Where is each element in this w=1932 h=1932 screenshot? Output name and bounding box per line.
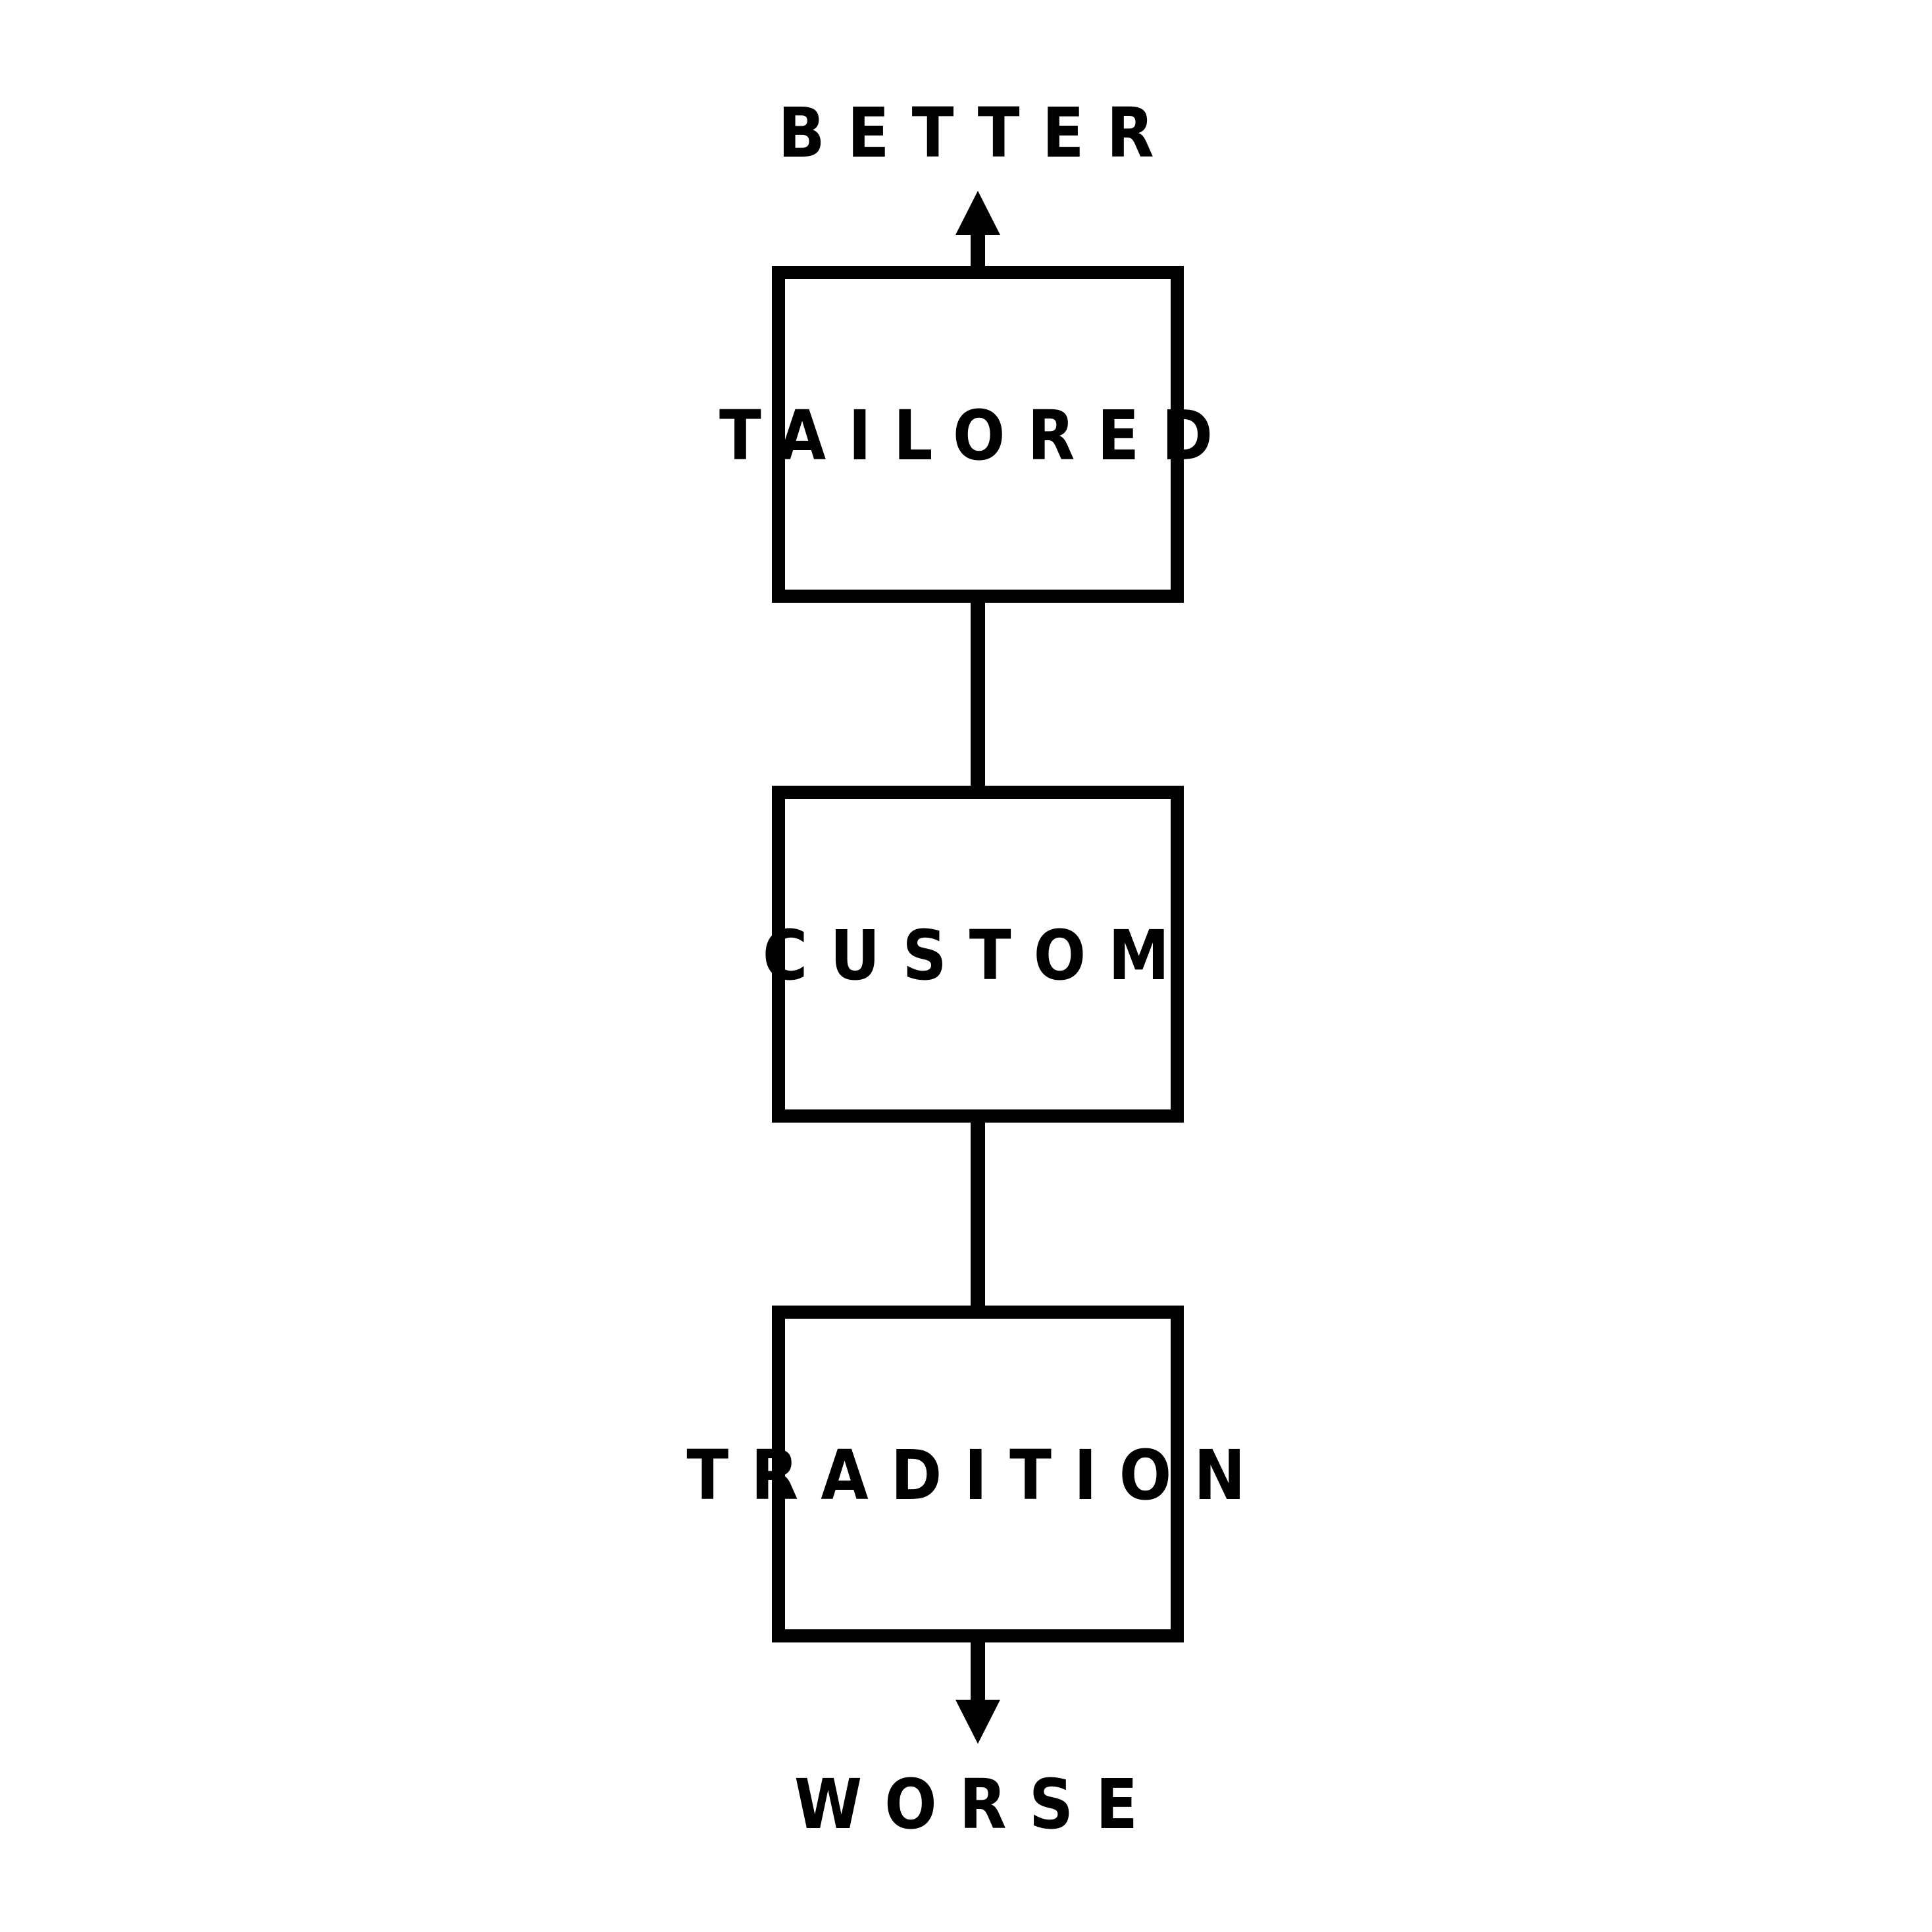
tailored-label: TAILORED — [719, 395, 1236, 476]
better-label: BETTER — [778, 93, 1177, 173]
up-arrowhead — [955, 191, 1000, 235]
down-arrowhead — [955, 1700, 1000, 1744]
tradition-label: TRADITION — [686, 1435, 1268, 1515]
worse-label: WORSE — [794, 1764, 1161, 1844]
custom-label: CUSTOM — [762, 915, 1192, 996]
